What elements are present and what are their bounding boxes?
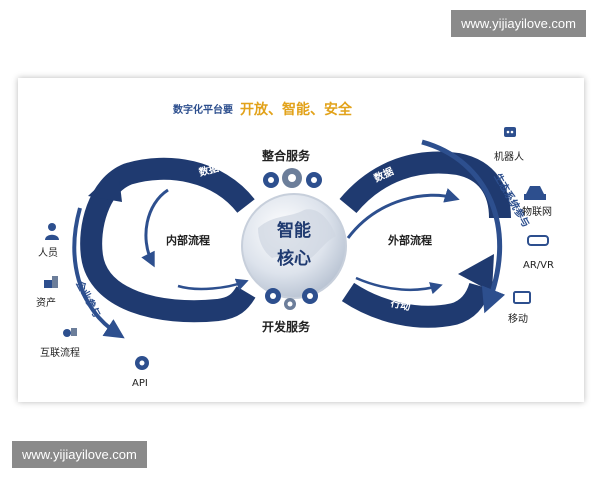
left-item-assets: 资产: [36, 296, 56, 309]
watermark-top: www.yijiayilove.com: [451, 10, 586, 37]
right-inner-arrow: [346, 188, 460, 239]
left-loop-band: [80, 157, 256, 323]
right-item-iot: 物联网: [522, 205, 552, 218]
tablet-icon: [513, 291, 531, 304]
left-inner-arrow: [141, 188, 169, 268]
left-loop-label: 内部流程: [166, 233, 210, 247]
person-icon: [45, 223, 59, 240]
development-gears: [265, 288, 318, 310]
assets-icon: [44, 276, 58, 288]
left-item-people: 人员: [38, 247, 58, 259]
arrow-label-left-bottom: 洞察: [147, 319, 170, 335]
diagram-card: 数字化平台要 开放、智能、安全 整合服务 智能 核心 开发服务 内部流程 外部流…: [18, 78, 584, 402]
right-loop-band: [339, 151, 511, 219]
left-loop-arrowhead: [88, 168, 122, 202]
globe-icon: [241, 193, 347, 299]
left-item-connected-process: 互联流程: [40, 346, 80, 359]
center-line1: 智能: [277, 220, 311, 241]
right-item-robot: 机器人: [494, 150, 524, 163]
left-item-api: API: [132, 378, 148, 389]
right-lower-thin-arrow: [355, 276, 443, 295]
center-line2: 核心: [277, 248, 311, 269]
right-loop-arrowhead: [458, 254, 494, 292]
integration-gears: [263, 168, 322, 188]
headline-prefix: 数字化平台要: [173, 103, 233, 116]
enterprise-arc: [72, 207, 125, 339]
right-loop-label: 外部流程: [387, 233, 432, 247]
right-item-mobile: 移动: [508, 312, 528, 325]
arrow-label-right-bottom: 行动: [388, 296, 411, 313]
right-item-arvr: AR/VR: [523, 260, 554, 271]
ecosystem-arc: [421, 139, 506, 314]
watermark-bottom: www.yijiayilove.com: [12, 441, 147, 468]
connected-process-icon: [63, 328, 77, 337]
top-label: 整合服务: [261, 148, 311, 163]
left-lower-thin-arrow: [177, 278, 249, 291]
api-gear-icon: [135, 356, 149, 370]
headline-emphasis: 开放、智能、安全: [240, 101, 353, 118]
car-icon: [524, 186, 546, 200]
bottom-label: 开发服务: [262, 319, 311, 334]
infinity-diagram: 数字化平台要 开放、智能、安全 整合服务 智能 核心 开发服务 内部流程 外部流…: [36, 101, 554, 389]
vr-headset-icon: [527, 235, 549, 246]
right-loop-lower-band: [341, 282, 491, 328]
robot-icon: [504, 127, 516, 137]
